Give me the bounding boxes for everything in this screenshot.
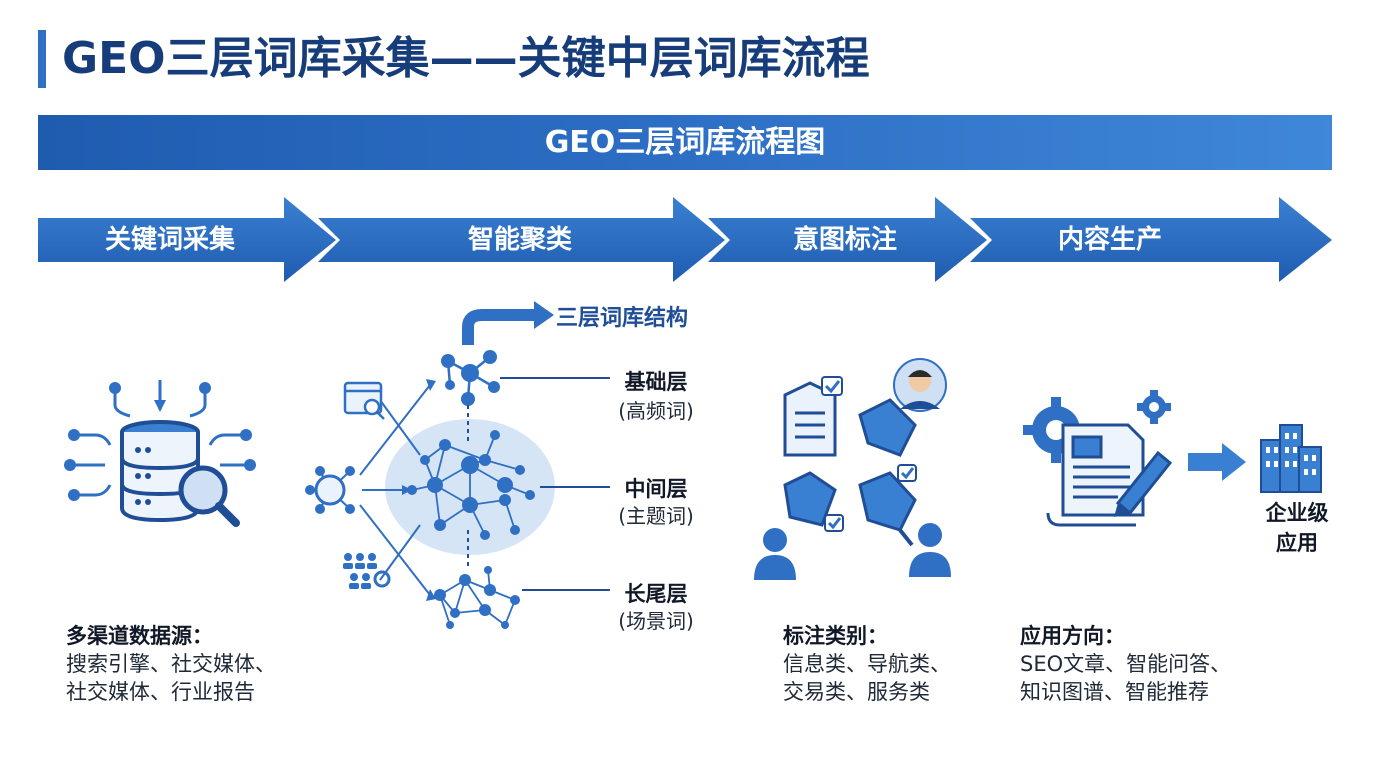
annotation-line-2: 交易类、服务类: [783, 680, 930, 704]
enterprise-line-2: 应用: [1276, 531, 1318, 555]
layer-base-name: 基础层: [624, 370, 688, 394]
tag-icon: [750, 355, 960, 589]
layer-middle-name: 中间层: [624, 477, 688, 501]
layer-longtail-sub: (场景词): [618, 609, 694, 633]
step-label-collect: 关键词采集: [104, 225, 235, 255]
user-avatar-icon: [893, 358, 947, 412]
document-icon: [1018, 385, 1348, 539]
database-icon: [60, 370, 260, 544]
pencil-icon: [1114, 450, 1173, 517]
enterprise-line-1: 企业级: [1265, 501, 1329, 525]
arrow-right-icon: [1188, 443, 1246, 481]
annotation-line-1: 信息类、导航类、: [783, 652, 951, 676]
sources-line-2: 社交媒体、行业报告: [66, 680, 255, 704]
sources-heading: 多渠道数据源：: [66, 624, 213, 648]
network-icon: [290, 295, 710, 639]
structure-title: 三层词库结构: [556, 306, 689, 331]
application-line-2: 知识图谱、智能推荐: [1020, 680, 1209, 704]
enterprise-application-label: 企业级 应用: [1252, 498, 1342, 558]
application-heading: 应用方向：: [1020, 624, 1125, 648]
application-line-1: SEO文章、智能问答、: [1020, 652, 1232, 676]
magnifier-icon: [178, 465, 240, 527]
layer-longtail-name: 长尾层: [624, 582, 688, 606]
annotation-heading: 标注类别：: [783, 624, 888, 648]
title-accent-bar: [38, 30, 46, 88]
sources-line-1: 搜索引擎、社交媒体、: [66, 652, 276, 676]
step-label-annotate: 意图标注: [792, 225, 897, 255]
layer-base-sub: (高频词): [618, 399, 694, 423]
step-label-cluster: 智能聚类: [467, 225, 572, 255]
diagram-banner: GEO三层词库流程图: [38, 115, 1332, 170]
layer-middle-sub: (主题词): [618, 504, 694, 528]
step-label-produce: 内容生产: [1057, 225, 1162, 255]
page-title: GEO三层词库采集——关键中层词库流程: [62, 33, 870, 84]
